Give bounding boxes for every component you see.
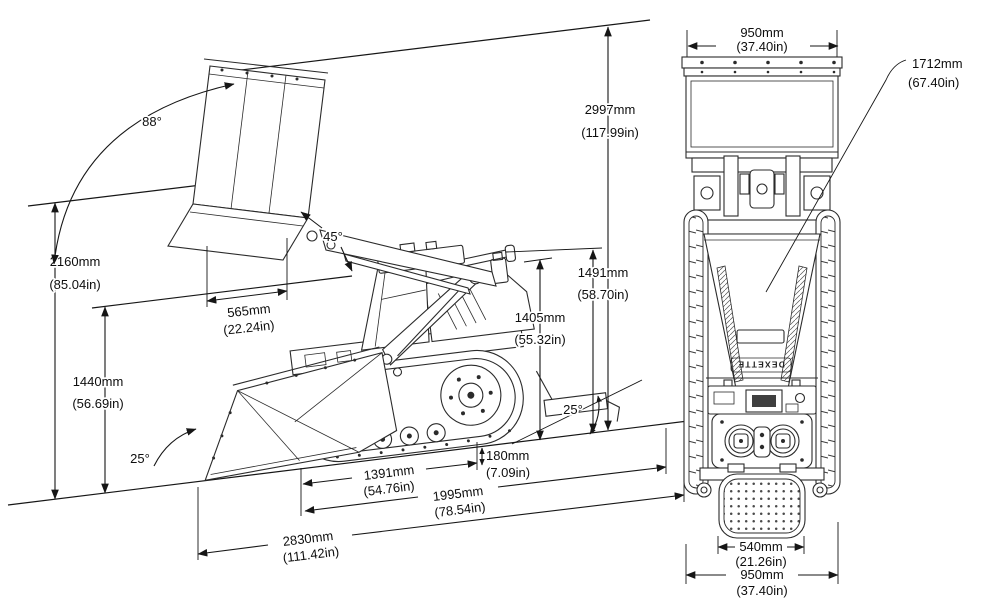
dump-reach-mm: 565mm [226, 301, 271, 320]
dim-ground-clearance: 180mm (7.09in) [479, 446, 532, 482]
dim-handle-height: 1405mm (55.32in) [513, 257, 567, 441]
operator-platform-top [718, 473, 806, 539]
lift-cylinder-top [749, 169, 775, 209]
dim-top-height: 1491mm (58.70in) [505, 247, 630, 434]
angle-dump: 88° [51, 82, 235, 265]
width-top-in: (37.40in) [736, 39, 787, 54]
dump-height-mm: 2160mm [50, 254, 101, 269]
dim-overall-height: 2997mm (117.99in) [579, 26, 641, 431]
top-height-mm: 1491mm [578, 265, 629, 280]
width-bottom-mm: 950mm [740, 567, 783, 582]
angle-departure: 25° [511, 379, 643, 445]
lift-cylinder [343, 253, 471, 295]
hood-hatch [736, 329, 785, 344]
joystick-right [766, 424, 800, 458]
drive-sprocket [440, 364, 502, 426]
machine-length-in: (67.40in) [908, 75, 959, 90]
leader-machine-length: 1712mm (67.40in) [765, 54, 964, 293]
overall-height-mm: 2997mm [585, 102, 636, 117]
dump-angle-label: 88° [142, 114, 162, 129]
hood: DEXETTE [703, 233, 821, 399]
key-switch [794, 392, 806, 404]
joystick-deck [711, 413, 813, 469]
angle-bucket: 25° [128, 428, 197, 468]
bucket-raised [167, 58, 336, 261]
ground-clearance-mm: 180mm [486, 448, 529, 463]
bucket-hinge [306, 230, 318, 242]
brand-label: DEXETTE [737, 360, 785, 370]
joystick-left [724, 424, 758, 458]
machine-length-mm: 1712mm [912, 56, 963, 71]
ground-line [7, 420, 689, 506]
dim-width-top: 950mm (37.40in) [686, 23, 839, 58]
dump-reach-in: (22.24in) [223, 317, 276, 337]
brand-plate: DEXETTE [730, 357, 792, 373]
machine-side [204, 240, 621, 481]
ground-clearance-in: (7.09in) [486, 465, 530, 480]
overall-height-in: (117.99in) [581, 125, 639, 140]
dim-dump-height: 2160mm (85.04in) [48, 202, 102, 500]
bucket-angle-label: 25° [130, 451, 150, 466]
bed-blade [681, 56, 843, 69]
dim-width-bottom: 950mm (37.40in) [685, 522, 839, 600]
dim-overall-length: 2830mm (111.42in) [197, 424, 685, 567]
side-view: 2997mm (117.99in) 2160mm (85.04in) 1440m… [7, 19, 689, 567]
center-console [753, 426, 771, 458]
departure-angle-label: 25° [563, 402, 583, 417]
loader-arm-raised [319, 229, 497, 295]
right-track [815, 209, 841, 495]
road-wheels [373, 423, 446, 449]
dump-height-in: (85.04in) [49, 277, 100, 292]
load-height-in: (56.69in) [72, 396, 123, 411]
max-height-line [232, 19, 651, 72]
load-height-mm: 1440mm [73, 374, 124, 389]
platform-width-mm: 540mm [739, 539, 782, 554]
width-bottom-in: (37.40in) [736, 583, 787, 598]
angle-rollback: 45° [300, 211, 353, 272]
bucket-lowered [204, 346, 398, 481]
right-vent [780, 265, 808, 383]
handle-height-mm: 1405mm [515, 310, 566, 325]
platform-width-in: (21.26in) [735, 554, 786, 569]
dumper-bed [681, 56, 843, 159]
bed-frame [691, 155, 833, 235]
load-height-line [91, 275, 353, 309]
top-view: 950mm (37.40in) [681, 23, 964, 600]
dim-platform-width: 540mm (21.26in) [717, 536, 805, 571]
rollback-angle-label: 45° [323, 229, 343, 244]
left-track [683, 209, 709, 495]
left-vent [716, 265, 744, 383]
handlebar [464, 244, 517, 267]
top-height-in: (58.70in) [577, 287, 628, 302]
bucket-flange [203, 58, 329, 74]
dim-load-height: 1440mm (56.69in) [71, 306, 125, 494]
handle-height-in: (55.32in) [514, 332, 565, 347]
width-top-mm: 950mm [740, 25, 783, 40]
control-panel [706, 377, 818, 415]
